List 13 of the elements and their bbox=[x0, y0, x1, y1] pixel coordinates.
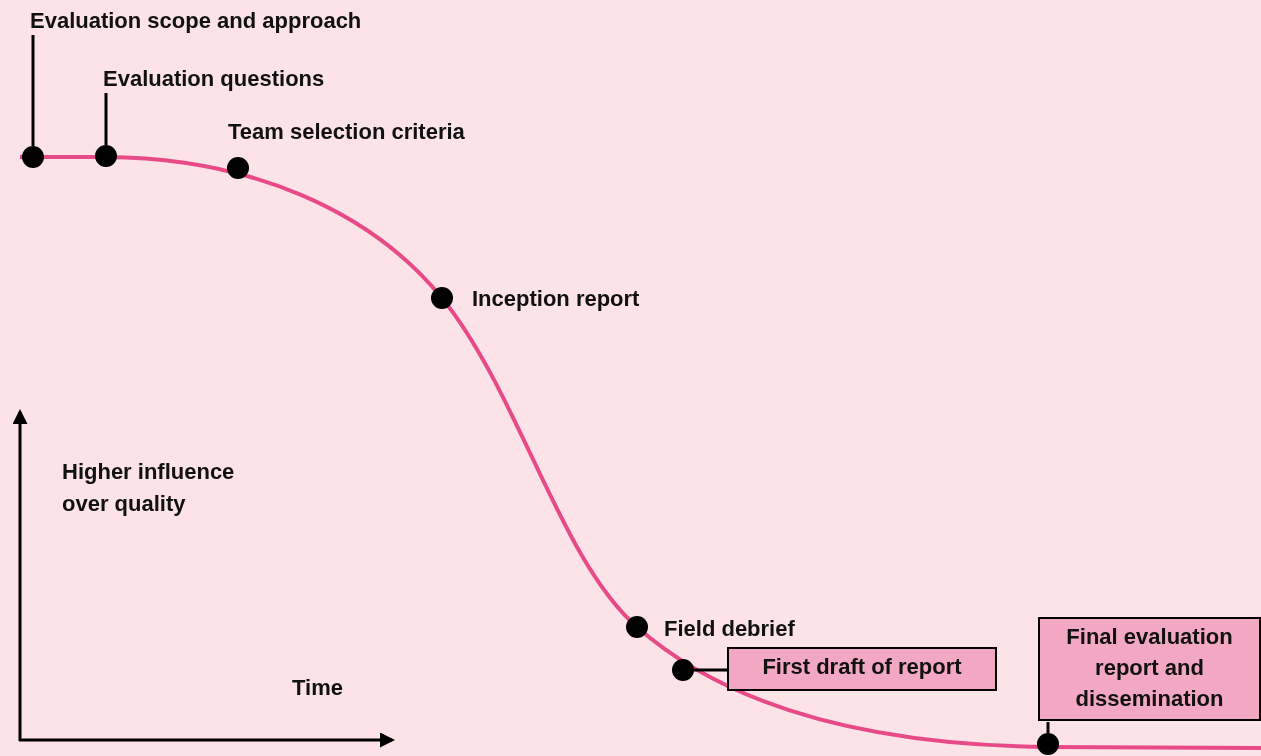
milestone-label: Evaluation scope and approach bbox=[30, 8, 362, 34]
milestone-box: Final evaluation report and dissemination bbox=[1038, 617, 1261, 721]
milestone-label: Inception report bbox=[472, 286, 640, 312]
milestone-label: Team selection criteria bbox=[228, 119, 465, 145]
axis-label: Time bbox=[292, 674, 343, 702]
milestone-label: Evaluation questions bbox=[103, 66, 325, 92]
axis-label: Higher influence over quality bbox=[62, 458, 236, 518]
milestone-box: First draft of report bbox=[727, 647, 997, 691]
leader-line bbox=[1046, 722, 1050, 733]
leader-line bbox=[104, 93, 108, 145]
milestone-label: Field debrief bbox=[664, 616, 795, 642]
leader-line bbox=[694, 668, 727, 672]
leader-line bbox=[31, 35, 35, 146]
